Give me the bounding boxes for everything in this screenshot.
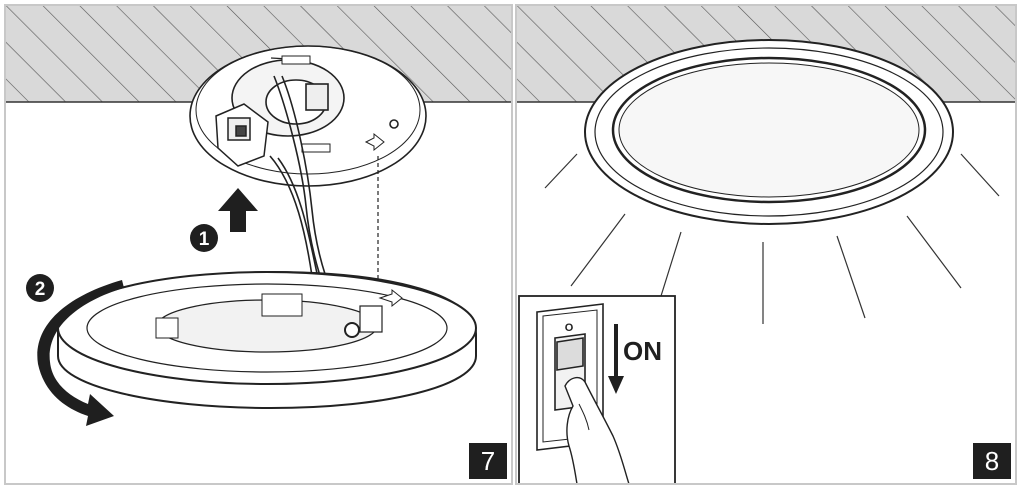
marker-2-circle <box>26 274 54 302</box>
lamp-ring <box>57 270 477 410</box>
terminal-block <box>215 103 269 167</box>
step-7-panel: 1 2 7 <box>4 4 513 485</box>
step-8-panel: O I ON 8 <box>515 4 1017 485</box>
rotate-arrow-icon <box>37 280 124 426</box>
switch-on-label: ON <box>623 336 662 366</box>
hand-icon <box>564 376 630 483</box>
marker-1-label: 1 <box>199 229 210 250</box>
switch-off-mark: O <box>565 322 574 334</box>
down-arrow-icon <box>608 324 624 394</box>
marker-1-circle <box>190 224 218 252</box>
step-8-illustration: O I ON <box>517 6 1015 483</box>
light-rays <box>544 153 1000 324</box>
up-arrow-icon <box>218 188 258 232</box>
marker-2-label: 2 <box>35 279 46 300</box>
step-number-badge: 8 <box>973 443 1011 479</box>
switch-inset: O I ON <box>518 295 676 483</box>
step-7-illustration: 1 2 <box>6 6 511 426</box>
step-number-badge: 7 <box>469 443 507 479</box>
installed-lamp <box>584 39 954 225</box>
